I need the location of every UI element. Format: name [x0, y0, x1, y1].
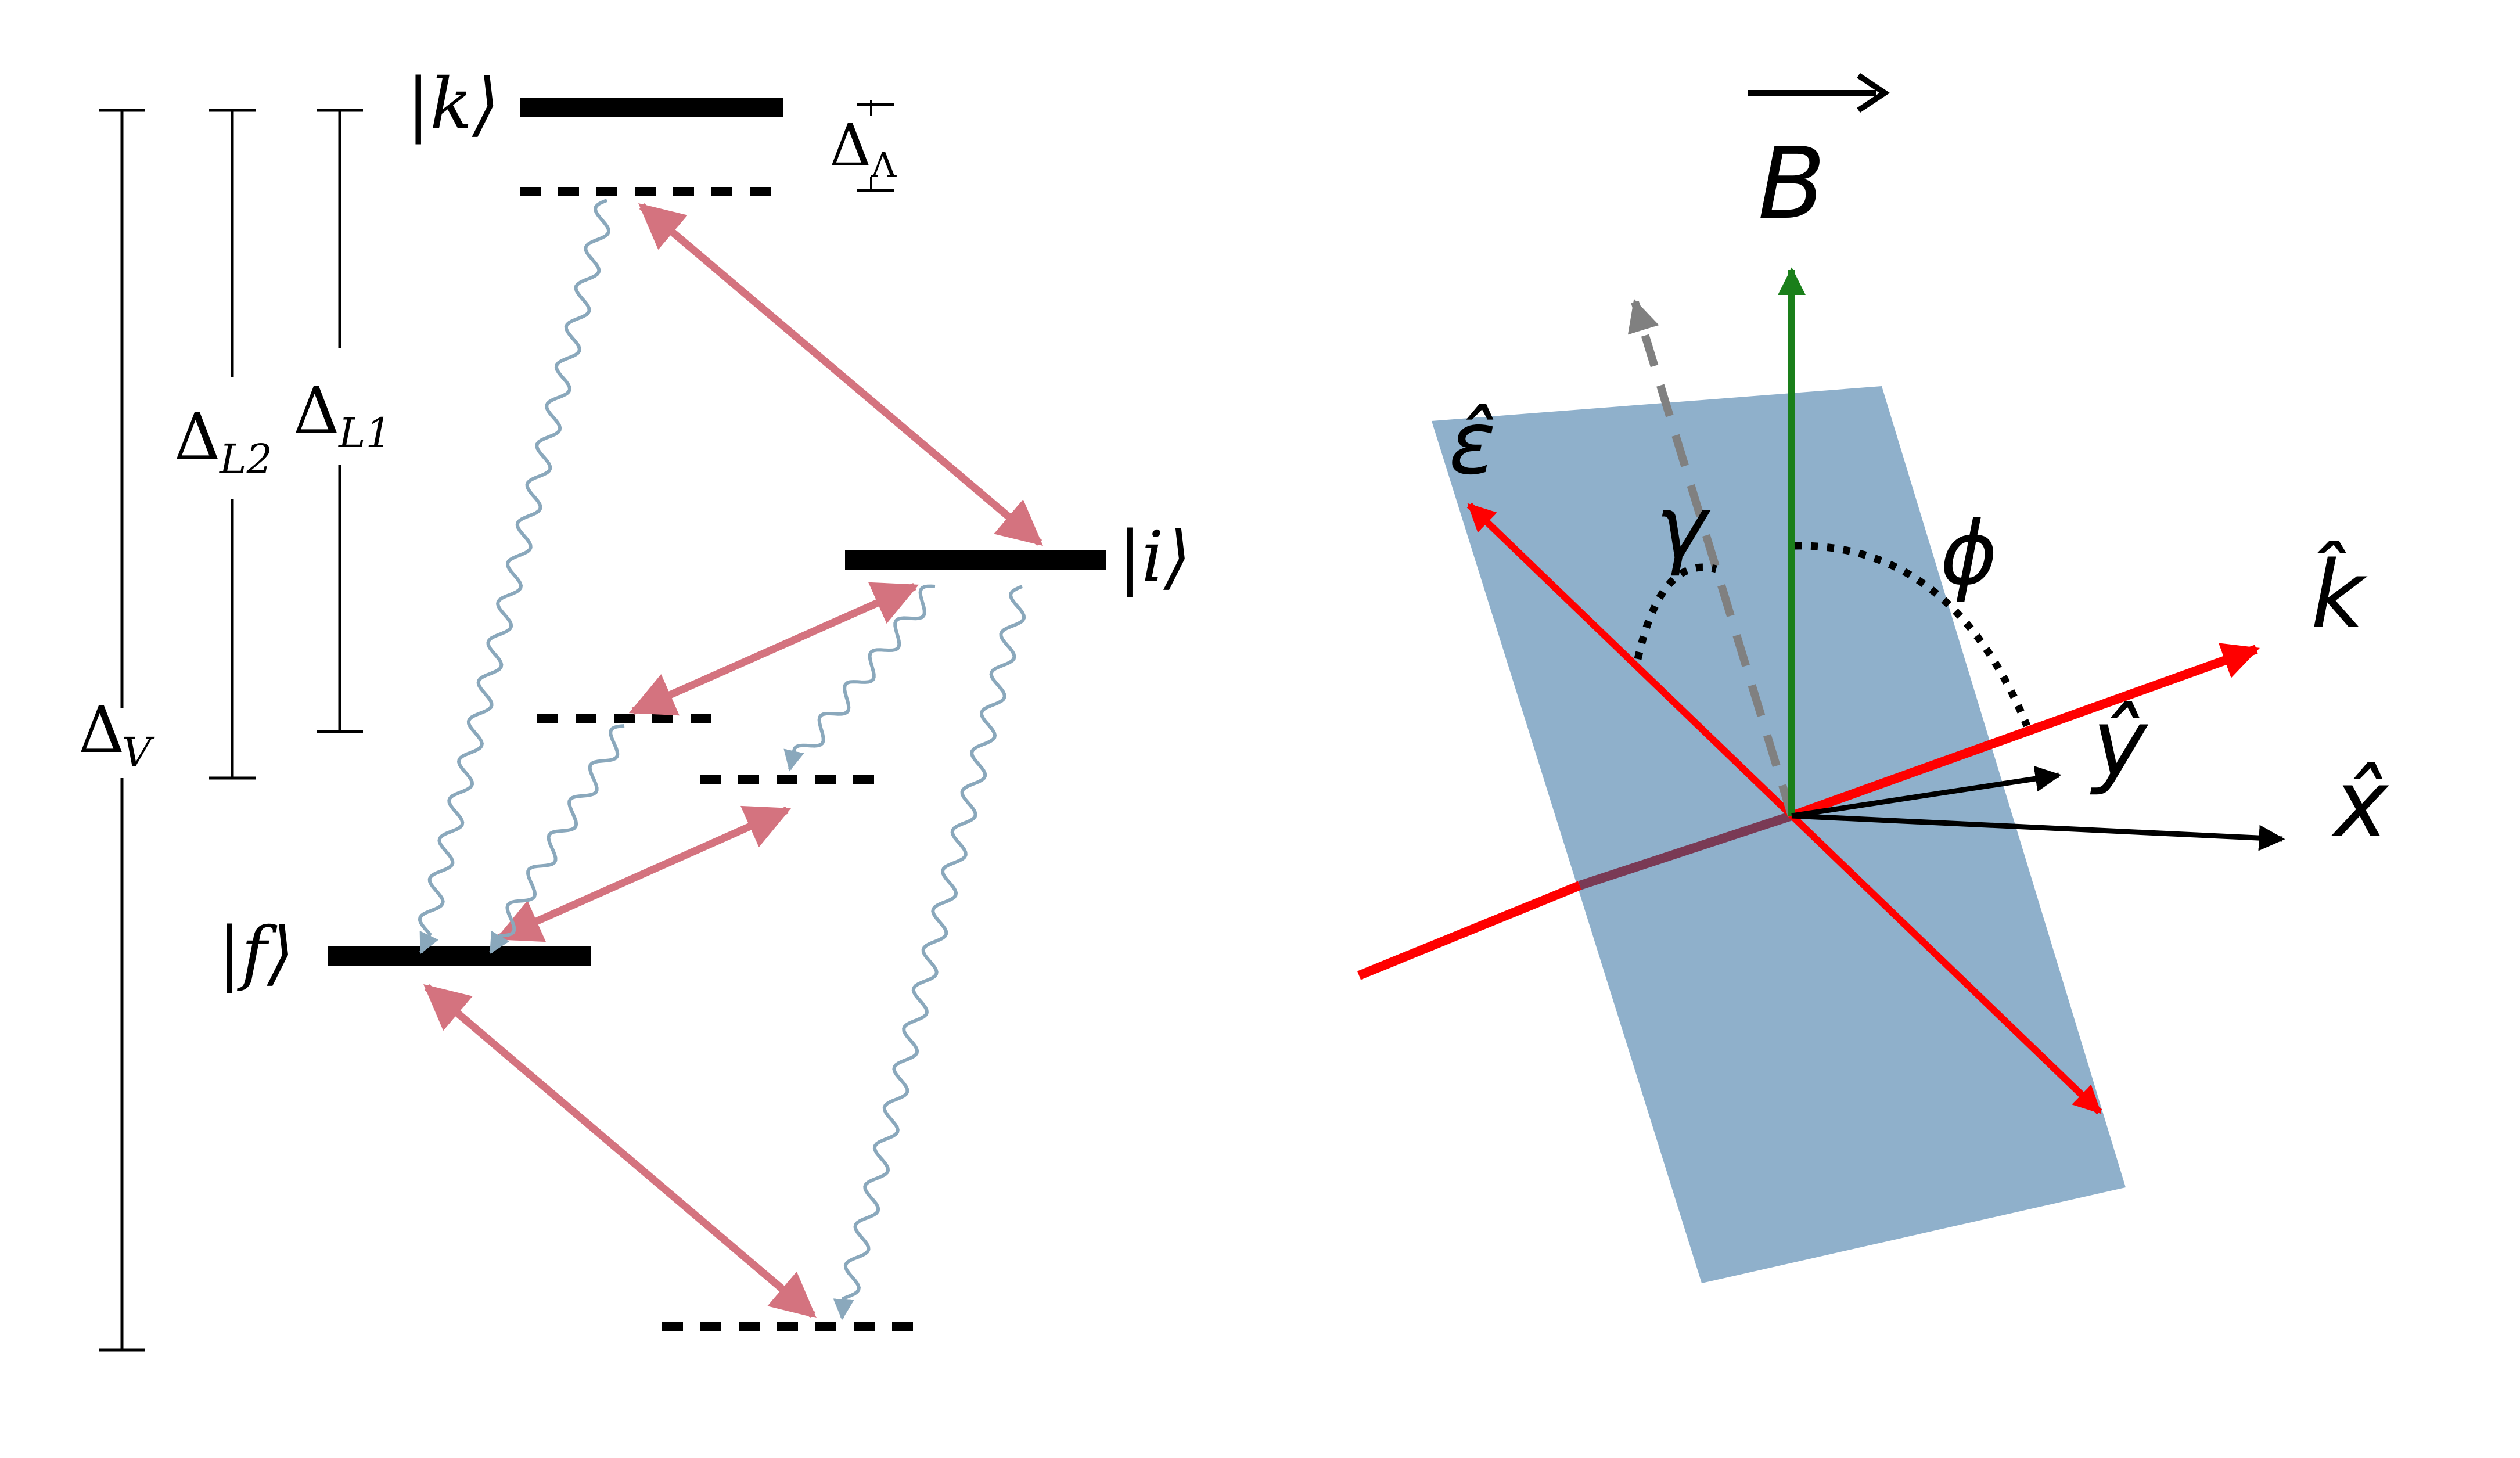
- virtual-levels: [520, 187, 929, 1331]
- svg-text:Δ: Δ: [293, 373, 339, 448]
- b-field-label: B: [1748, 73, 1890, 242]
- delta-lambda-bracket: [857, 100, 894, 192]
- level-diagram: Δ V Δ L2 Δ L1 Δ Λ |k⟩ |i⟩ |f⟩: [78, 64, 1191, 1352]
- decay-i-to-virtual2: [783, 584, 936, 772]
- phi-label: ϕ: [1940, 503, 1998, 604]
- angle-phi-arc: [1794, 542, 2031, 728]
- epsilon-vector: [1466, 502, 2102, 1115]
- delta-l2-bracket: [209, 109, 256, 780]
- svg-text:Δ: Δ: [174, 399, 220, 474]
- state-i-label: |i⟩: [1118, 517, 1191, 597]
- k-vector-back: [1357, 881, 1582, 980]
- svg-text:Δ: Δ: [829, 111, 871, 179]
- delta-l1-bracket: [317, 109, 363, 733]
- coupling-f-bottom: [423, 984, 817, 1319]
- laser-couplings: [423, 203, 1043, 1319]
- decay-k-to-f-left: [418, 199, 611, 955]
- polarization-plane: [1432, 386, 2126, 1283]
- delta-lambda-label: Δ Λ: [829, 111, 897, 186]
- svg-text:L2: L2: [218, 435, 272, 483]
- delta-l2-label: Δ L2: [174, 399, 272, 483]
- k-label: k̂: [2311, 541, 2368, 649]
- svg-text:V: V: [122, 729, 155, 776]
- y-axis-vector: [1791, 765, 2062, 819]
- delta-v-label: Δ V: [78, 693, 155, 776]
- state-f-label: |f⟩: [218, 913, 294, 993]
- x-axis-vector: [1791, 813, 2285, 851]
- delta-l1-label: Δ L1: [293, 373, 391, 457]
- coupling-virtual2-f: [495, 805, 792, 942]
- coupling-k-i: [638, 203, 1043, 546]
- svg-text:B: B: [1758, 127, 1826, 242]
- delta-v-bracket: [99, 109, 145, 1352]
- decay-virtual1-to-f: [489, 724, 625, 955]
- svg-text:L1: L1: [337, 409, 391, 457]
- angle-gamma-arc: [1634, 563, 1717, 660]
- svg-text:Λ: Λ: [871, 145, 897, 186]
- spontaneous-decays: [418, 199, 1026, 1320]
- epsilon-label: ε̂: [1448, 393, 1496, 494]
- coupling-i-virtual1: [628, 582, 919, 716]
- y-label: ŷ: [2090, 689, 2149, 797]
- dashed-axis: [1627, 298, 1796, 818]
- gamma-label: γ: [1656, 477, 1712, 578]
- svg-text:Δ: Δ: [78, 693, 124, 767]
- x-label: x̂: [2331, 750, 2390, 858]
- decay-i-to-bottom: [833, 585, 1026, 1320]
- geometry-diagram: B ε̂ k̂ x̂ ŷ γ ϕ: [1357, 73, 2390, 1283]
- state-k-label: |k⟩: [407, 64, 499, 145]
